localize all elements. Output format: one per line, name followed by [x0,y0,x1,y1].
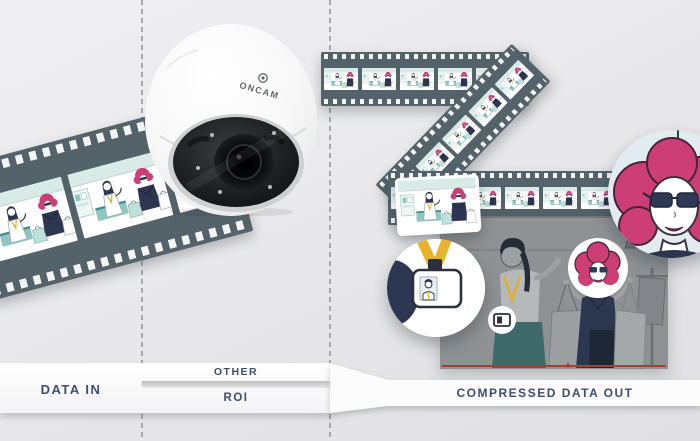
highlighted-face [574,241,621,286]
band-divider-bar [142,381,330,386]
film-frame [581,187,615,209]
section-divider-line-right [329,0,331,441]
film-sprocket-holes [324,99,526,104]
face-zoom-callout [608,130,700,258]
roi-label: ROI [223,392,249,404]
face [649,176,699,236]
extracted-frame-thumbnail [394,173,482,237]
roi-scan-line [442,365,666,367]
film-frame [438,68,472,90]
shopper-woman [548,238,647,369]
flow-band-left [0,363,332,413]
film-frame [505,187,539,209]
film-frame [324,68,358,90]
flow-band-output [330,363,700,413]
film-frame [543,187,577,209]
ponytail [520,250,531,292]
film-frame [0,176,78,265]
film-frame [362,68,396,90]
oncam-logo-icon [258,73,268,83]
data-in-label: DATA IN [40,382,102,397]
shopping-bag-light [613,309,647,369]
dome-screws [196,131,276,194]
film-frame [400,68,434,90]
sunglasses [650,192,673,208]
film-sprocket-holes [324,54,526,59]
badge-zoom-callout [387,239,485,337]
sunglasses [676,192,699,208]
compressed-data-out-label: COMPRESSED DATA OUT [456,386,634,400]
dome-security-camera: ONCAM [145,24,317,216]
other-label: OTHER [213,366,259,378]
film-sprocket-holes [391,173,691,178]
lanyard [502,275,522,304]
shoulder-shape [387,260,419,326]
staff-woman [488,237,562,368]
shopping-bag-navy [589,330,617,368]
